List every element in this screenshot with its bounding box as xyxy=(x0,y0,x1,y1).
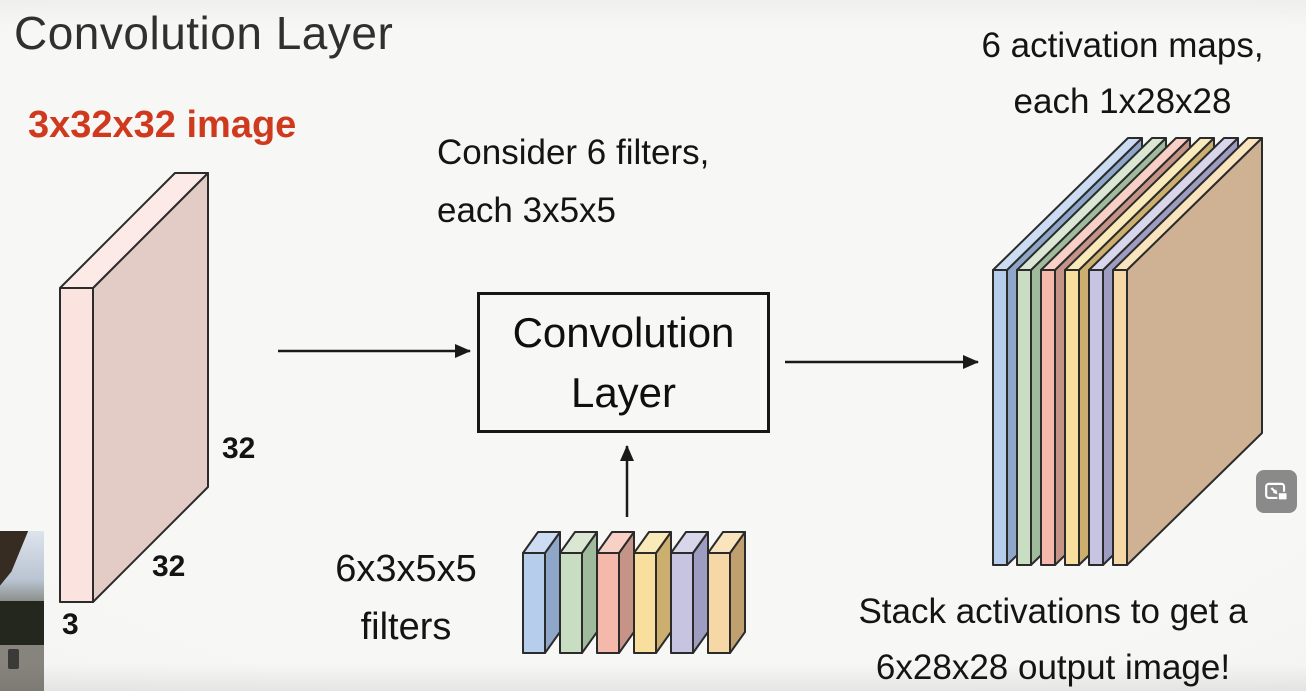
activation-note-line2: each 1x28x28 xyxy=(1013,82,1232,121)
input-dim-width: 32 xyxy=(152,550,186,583)
filters-count-line1: 6x3x5x5 xyxy=(335,548,477,590)
filter-slab-2-front-face xyxy=(559,552,583,654)
output-activation-stack xyxy=(992,137,1263,566)
filter-slabs xyxy=(522,531,746,654)
filters-note-line1: Consider 6 filters, xyxy=(437,133,710,172)
activation-map-2-front-face xyxy=(1016,269,1032,566)
filter-slab-6 xyxy=(707,531,746,654)
input-dim-depth: 3 xyxy=(62,608,79,641)
room-dark-area xyxy=(0,601,44,645)
filters-note-line2: each 3x5x5 xyxy=(437,191,617,230)
input-size-label: 3x32x32 image xyxy=(28,104,297,146)
filter-slab-3 xyxy=(596,531,635,654)
activation-map-1-front-face xyxy=(992,269,1008,566)
filters-note: Consider 6 filters, each 3x5x5 xyxy=(437,124,709,240)
activation-map-5-front-face xyxy=(1088,269,1104,566)
miniplayer-icon xyxy=(1264,482,1288,501)
filter-slab-1-front-face xyxy=(522,552,546,654)
miniplayer-button[interactable] xyxy=(1256,470,1297,513)
webcam-video-inset xyxy=(0,531,44,691)
filters-count-line2: filters xyxy=(360,606,452,648)
stack-note-line2: 6x28x28 output image! xyxy=(875,648,1231,687)
stack-activations-note: Stack activations to get a 6x28x28 outpu… xyxy=(803,584,1303,691)
filter-slab-5-front-face xyxy=(670,552,694,654)
slide-title: Convolution Layer xyxy=(14,7,394,59)
activation-map-3-front-face xyxy=(1040,269,1056,566)
conv-box-line2: Layer xyxy=(570,368,677,416)
activation-maps-note: 6 activation maps, each 1x28x28 xyxy=(945,18,1300,130)
filter-slab-4 xyxy=(633,531,672,654)
filter-slab-1 xyxy=(522,531,561,654)
input-dim-height: 32 xyxy=(222,432,256,465)
activation-map-4-front-face xyxy=(1064,269,1080,566)
activation-map-6-front-face xyxy=(1112,269,1128,566)
filters-count-label: 6x3x5x5 filters xyxy=(316,540,496,656)
filter-slab-2 xyxy=(559,531,598,654)
activation-note-line1: 6 activation maps, xyxy=(981,26,1264,65)
filter-slab-5 xyxy=(670,531,709,654)
faucet-shape xyxy=(8,649,19,669)
flow-arrows xyxy=(278,344,979,517)
stack-note-line1: Stack activations to get a xyxy=(858,592,1248,631)
filter-slab-6-front-face xyxy=(707,552,731,654)
activation-map-6 xyxy=(1112,137,1263,566)
filter-slab-3-front-face xyxy=(596,552,620,654)
convolution-layer-box: Convolution Layer xyxy=(477,292,770,433)
conv-box-line1: Convolution xyxy=(512,308,735,356)
input-volume-front-face xyxy=(59,287,94,603)
input-image-volume xyxy=(59,172,209,603)
filter-slab-4-front-face xyxy=(633,552,657,654)
desk-area xyxy=(0,645,44,691)
